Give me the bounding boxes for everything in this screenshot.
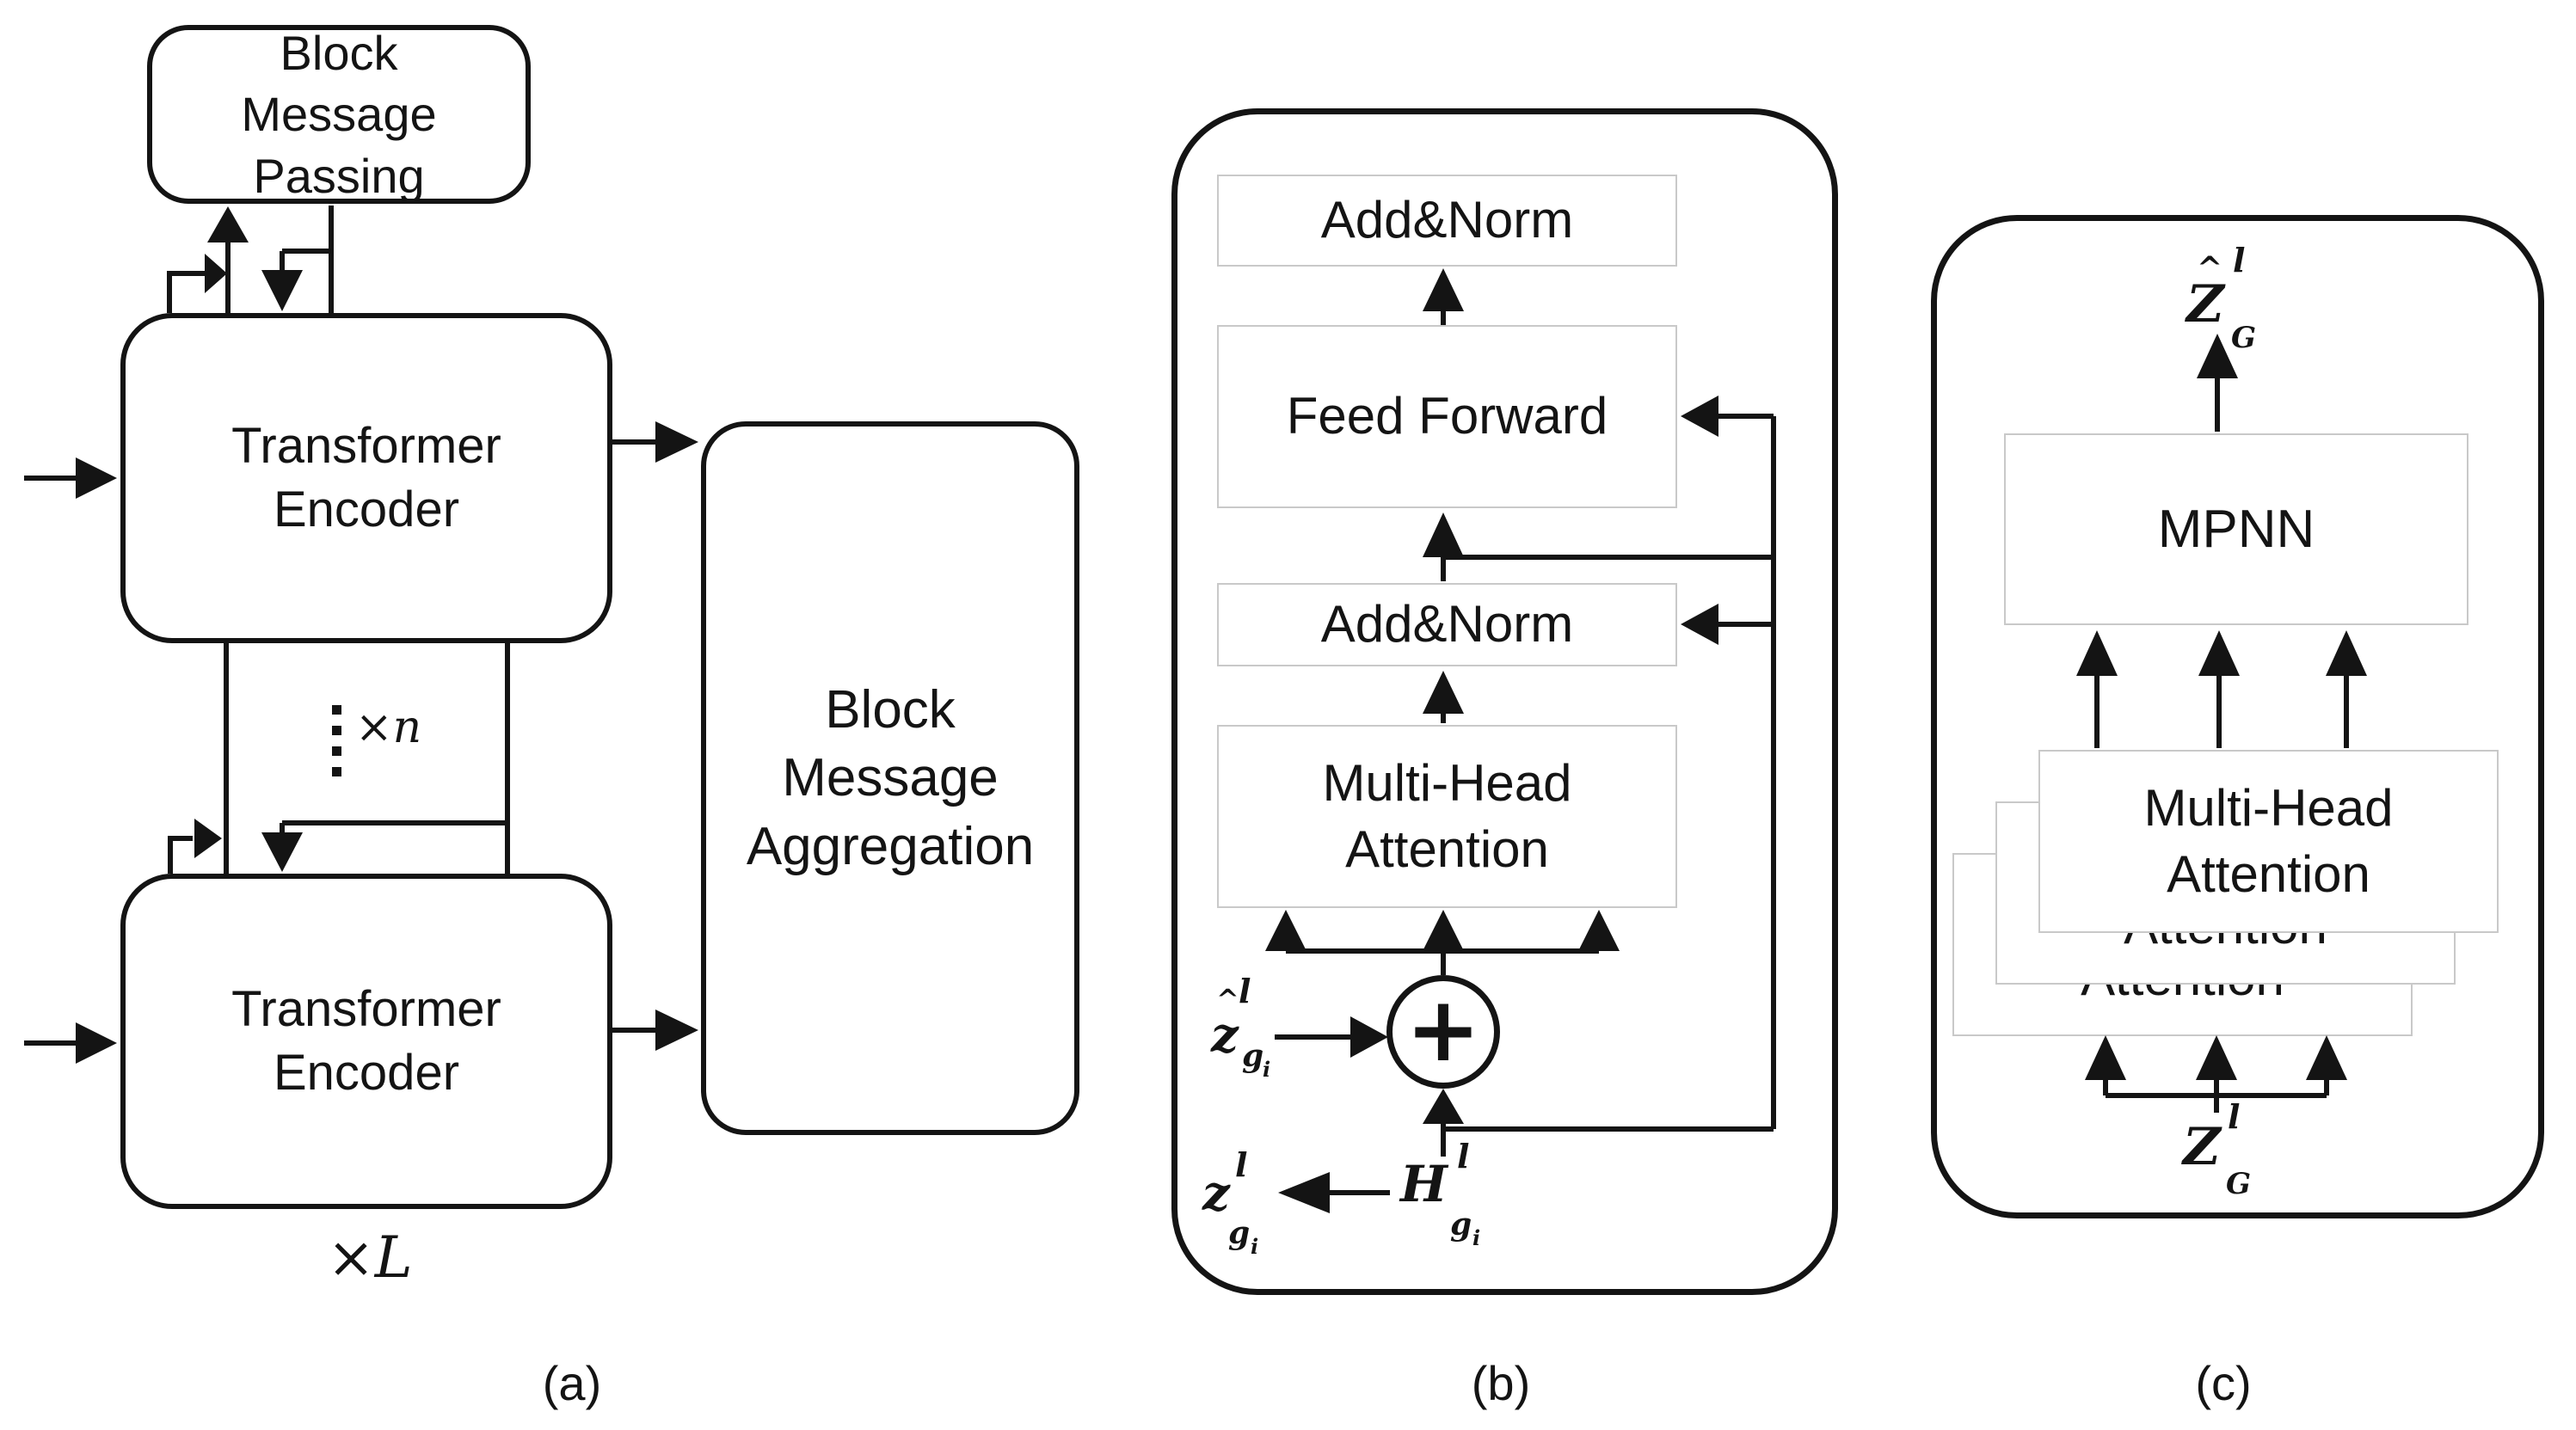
add-norm-top-label: Add&Norm [1320, 191, 1574, 249]
transformer-encoder-top-box: Transformer Encoder [120, 313, 612, 643]
panel-b-outline [1171, 108, 1838, 1295]
repeat-inner-label: ×n [332, 702, 422, 776]
multi-head-attention-b-box: Multi-Head Attention [1217, 725, 1677, 908]
sum-plus-circle-icon: + [1386, 975, 1500, 1089]
transformer-encoder-bottom-label: Transformer Encoder [231, 980, 501, 1101]
z-hat-input-label: ^ l z g i [1211, 972, 1271, 1082]
block-message-passing-box: Block Message Passing [147, 25, 531, 204]
z-hat-graph-output-label: ^ l Z G [2186, 241, 2257, 355]
panel-c-outline [1931, 215, 2544, 1218]
add-norm-mid-label: Add&Norm [1320, 595, 1574, 654]
block-message-passing-label: Block Message Passing [241, 25, 437, 203]
transformer-encoder-top-label: Transformer Encoder [231, 417, 501, 537]
multi-head-attention-b-label: Multi-Head Attention [1322, 753, 1572, 878]
transformer-encoder-bottom-box: Transformer Encoder [120, 874, 612, 1209]
multi-head-attention-c-front-box: Multi-Head Attention [2038, 750, 2499, 933]
arrowheads-enc1-enc2 [194, 819, 303, 872]
connector-enc1-bmp [167, 206, 334, 313]
multi-head-attention-c-front-label: Multi-Head Attention [2143, 778, 2394, 903]
add-norm-mid-box: Add&Norm [1217, 583, 1677, 666]
hat-accent: ^ [2197, 250, 2223, 286]
repeat-outer-label: ×L [327, 1224, 413, 1291]
repeat-inner-text: ×n [355, 702, 422, 753]
add-norm-top-box: Add&Norm [1217, 175, 1677, 267]
z-output-label: z l g i [1202, 1145, 1259, 1259]
feed-forward-box: Feed Forward [1217, 325, 1677, 508]
hat-accent: ^ [1216, 983, 1239, 1016]
block-message-aggregation-label: Block Message Aggregation [746, 679, 1035, 876]
h-input-label: H l g i [1400, 1137, 1481, 1250]
arrowheads-enc1-bmp [205, 206, 303, 311]
mpnn-box: MPNN [2004, 433, 2468, 625]
caption-a: (a) [542, 1356, 602, 1410]
block-message-aggregation-box: Block Message Aggregation [701, 421, 1079, 1135]
z-graph-input-label: Z l G [2183, 1097, 2252, 1201]
caption-b: (b) [1471, 1356, 1531, 1410]
vertical-ellipsis-icon [332, 705, 341, 776]
plus-sign: + [1405, 977, 1481, 1082]
feed-forward-label: Feed Forward [1286, 387, 1608, 445]
caption-c: (c) [2195, 1356, 2252, 1410]
mpnn-label: MPNN [2157, 499, 2315, 559]
